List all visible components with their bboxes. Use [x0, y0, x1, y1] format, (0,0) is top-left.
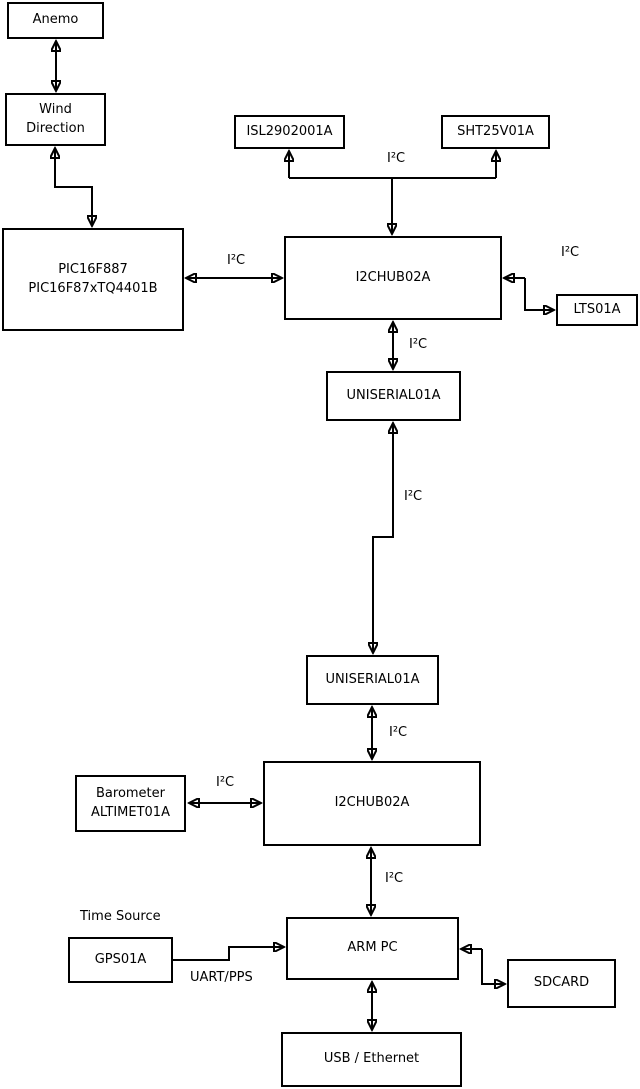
node-i2chub02a-1: I2CHUB02A: [284, 236, 502, 320]
node-anemo: Anemo: [7, 2, 104, 39]
edge-wind-pic: [55, 148, 92, 226]
node-lts-label: LTS01A: [573, 301, 621, 317]
node-arm-pc: ARM PC: [286, 917, 459, 980]
node-barometer-label: Barometer ALTIMET01A: [91, 786, 170, 820]
edge-label-i2c-uniserial: I²C: [404, 489, 423, 504]
node-barometer-altimet01a: Barometer ALTIMET01A: [75, 775, 186, 832]
node-hub2-label: I2CHUB02A: [334, 795, 410, 811]
edge-armpc-sdcard: [461, 949, 505, 984]
edge-label-i2c-uni2-hub2: I²C: [389, 725, 408, 740]
node-sht-label: SHT25V01A: [457, 123, 534, 139]
node-hub1-label: I2CHUB02A: [355, 269, 431, 285]
node-i2chub02a-2: I2CHUB02A: [263, 761, 481, 846]
edge-label-i2c-hub1-uni1: I²C: [409, 337, 428, 352]
node-pic-label: PIC16F887 PIC16F87xTQ4401B: [28, 262, 158, 296]
edge-uniserial-link: [373, 423, 393, 653]
node-isl2902001a: ISL2902001A: [234, 115, 345, 149]
edge-label-i2c-hub2-armpc: I²C: [385, 871, 404, 886]
node-wind-direction-label: Wind Direction: [26, 102, 85, 136]
edge-gps-armpc: [173, 947, 284, 961]
edge-label-uart-pps: UART/PPS: [190, 970, 253, 985]
edge-hub1-sensors: [289, 151, 496, 234]
node-sdcard: SDCARD: [507, 959, 616, 1008]
edge-label-i2c-baro-hub2: I²C: [216, 775, 235, 790]
node-uniserial2-label: UNISERIAL01A: [325, 671, 420, 687]
node-isl-label: ISL2902001A: [246, 123, 333, 139]
edge-label-time-source: Time Source: [80, 909, 161, 924]
node-uniserial1-label: UNISERIAL01A: [346, 387, 441, 403]
node-uniserial01a-2: UNISERIAL01A: [306, 655, 439, 705]
node-armpc-label: ARM PC: [347, 940, 398, 956]
node-gps01a: GPS01A: [68, 937, 173, 983]
node-wind-direction: Wind Direction: [5, 93, 106, 146]
node-usb-ethernet: USB / Ethernet: [281, 1032, 462, 1087]
node-sdcard-label: SDCARD: [533, 975, 590, 991]
node-anemo-label: Anemo: [32, 12, 79, 28]
node-pic-microcontroller: PIC16F887 PIC16F87xTQ4401B: [2, 228, 184, 331]
edge-hub1-lts: [504, 278, 554, 310]
edge-label-i2c-hub1-lts: I²C: [561, 245, 580, 260]
node-uniserial01a-1: UNISERIAL01A: [326, 371, 461, 421]
node-sht25v01a: SHT25V01A: [441, 115, 550, 149]
edge-label-i2c-sensors: I²C: [387, 151, 406, 166]
node-usb-ethernet-label: USB / Ethernet: [323, 1051, 420, 1067]
node-gps-label: GPS01A: [94, 951, 147, 967]
edge-label-i2c-pic-hub1: I²C: [227, 253, 246, 268]
node-lts01a: LTS01A: [556, 294, 638, 326]
